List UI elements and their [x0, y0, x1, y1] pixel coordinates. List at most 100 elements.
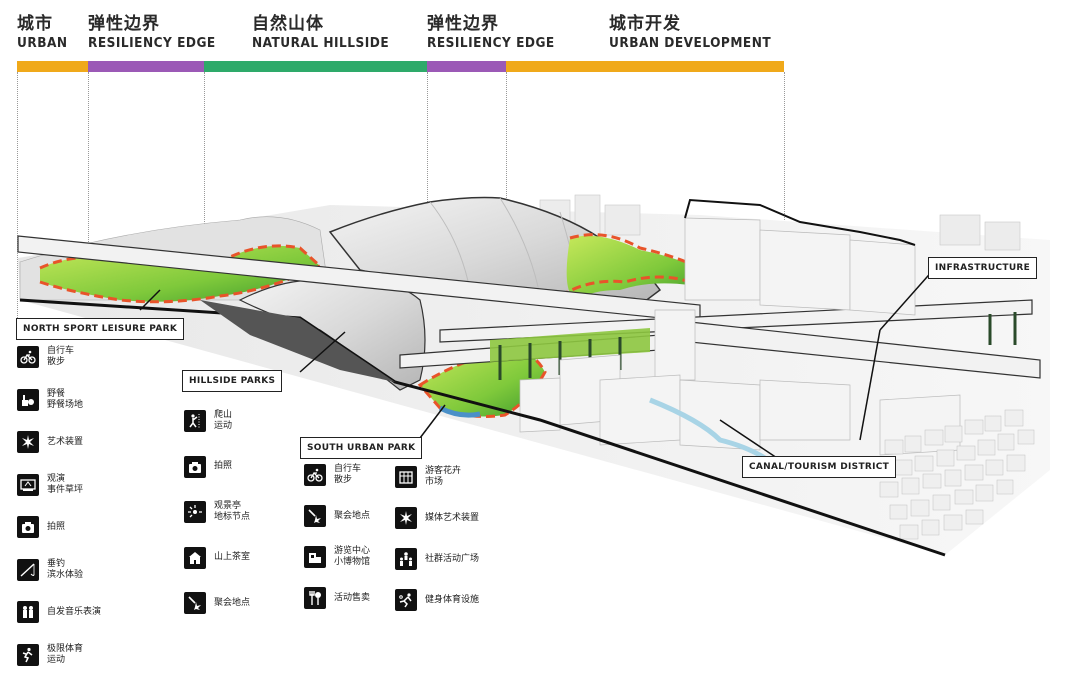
callout-south-urban-park: SOUTH URBAN PARK	[300, 437, 423, 459]
legend-label: 游览中心小博物馆	[334, 546, 370, 568]
legend-item: 聚会地点	[304, 505, 370, 527]
legend-label-line: 极限体育	[47, 643, 84, 654]
legend-label-line: 自发音乐表演	[47, 606, 102, 617]
zone-hillside-en: NATURAL HILLSIDE	[252, 35, 390, 51]
art-installation-icon	[17, 431, 39, 453]
legend-label-line: 散步	[47, 357, 66, 367]
legend-label-line: 聚会地点	[214, 597, 251, 608]
legend-label: 拍照	[214, 461, 232, 472]
legend-item: 活动售卖	[304, 587, 370, 609]
legend-item: 观景亭地标节点	[184, 501, 250, 523]
urban-buildings	[519, 217, 961, 456]
legend-label-line: 散步	[334, 475, 353, 485]
fitness-icon	[395, 589, 417, 611]
legend-item: 艺术装置	[17, 431, 83, 453]
legend-label-line: 小博物馆	[334, 557, 371, 567]
legend-label-line: 艺术装置	[47, 436, 84, 447]
hillside-green	[566, 235, 700, 300]
legend-item: 聚会地点	[184, 592, 250, 614]
legend-label: 聚会地点	[334, 511, 370, 522]
legend-label-line: 垂钓	[47, 558, 66, 569]
legend-label: 自发音乐表演	[47, 607, 101, 618]
zone-urban-development: 城市开发 URBAN DEVELOPMENT	[609, 14, 771, 52]
extreme-sport-icon	[17, 643, 39, 666]
fishing-icon	[17, 558, 39, 581]
vendor-icon	[304, 587, 326, 609]
legend-label: 观演事件草坪	[47, 474, 83, 496]
zone-resiliency-right-cn: 弹性边界	[427, 14, 499, 33]
market-icon	[395, 466, 417, 488]
callout-north-sport-leisure-park: NORTH SPORT LEISURE PARK	[16, 318, 185, 340]
guide-line	[88, 72, 89, 248]
urban-outline	[684, 198, 916, 246]
legend-item: 健身体育设施	[395, 589, 479, 611]
callout-infrastructure: INFRASTRUCTURE	[928, 257, 1038, 279]
legend-label-line: 野餐场地	[47, 399, 84, 410]
legend-label: 聚会地点	[214, 598, 250, 609]
legend-label: 观景亭地标节点	[214, 501, 250, 523]
zone-urban-dev-cn: 城市开发	[609, 14, 681, 33]
legend-label-line: 市场	[425, 477, 444, 487]
legend-label: 自行车散步	[334, 464, 361, 486]
hillside-edge	[559, 275, 691, 298]
legend-label-line: 事件草坪	[47, 484, 84, 495]
zone-resiliency-left-cn: 弹性边界	[88, 14, 160, 33]
bicycle-icon	[304, 464, 326, 486]
camera-icon	[184, 455, 206, 478]
zone-bar-hillside	[204, 61, 427, 72]
legend-label-line: 拍照	[47, 521, 66, 532]
legend-label-line: 活动售卖	[334, 592, 371, 603]
guide-line	[17, 72, 18, 320]
legend-label-line: 运动	[47, 654, 66, 665]
legend-label: 垂钓滨水体验	[47, 559, 83, 581]
legend-label: 极限体育运动	[47, 644, 83, 666]
legend-label: 山上茶室	[214, 552, 250, 563]
climbing-icon	[184, 410, 206, 432]
legend-label-line: 游览中心	[334, 546, 371, 556]
legend-item: 自发音乐表演	[17, 601, 101, 623]
callout-leaders	[139, 267, 936, 461]
media-art-icon	[395, 507, 417, 529]
legend-label-line: 游客花卉	[425, 466, 462, 476]
legend-label: 社群活动广场	[425, 554, 479, 565]
zone-resiliency-edge-left: 弹性边界 RESILIENCY EDGE	[88, 14, 216, 52]
legend-item: 自行车散步	[304, 464, 361, 486]
legend-label: 艺术装置	[47, 437, 83, 448]
callout-canal-tourism-district: CANAL/TOURISM DISTRICT	[742, 456, 897, 478]
legend-label-line: 爬山	[214, 410, 233, 420]
zone-bar-urban-development	[506, 61, 784, 72]
guide-line	[506, 72, 507, 212]
legend-item: 山上茶室	[184, 546, 250, 569]
guide-line	[204, 72, 205, 264]
guide-line	[427, 72, 428, 220]
community-plaza-icon	[395, 548, 417, 570]
zone-hillside-cn: 自然山体	[252, 14, 324, 33]
legend-item: 游览中心小博物馆	[304, 546, 370, 568]
zone-bar-resiliency-right	[427, 61, 506, 72]
gathering-icon	[184, 592, 206, 614]
section-cut-fill	[200, 300, 395, 382]
camera-icon	[17, 516, 39, 538]
legend-label-line: 拍照	[214, 461, 233, 471]
legend-label-line: 社群活动广场	[425, 553, 480, 564]
legend-item: 拍照	[184, 455, 232, 478]
visitor-center-icon	[304, 546, 326, 568]
legend-label: 健身体育设施	[425, 595, 479, 606]
legend-label-line: 媒体艺术装置	[425, 512, 480, 523]
water-channel	[438, 405, 481, 418]
legend-item: 拍照	[17, 516, 65, 538]
legend-label: 游客花卉市场	[425, 466, 461, 488]
zone-urban-dev-en: URBAN DEVELOPMENT	[609, 35, 772, 51]
legend-item: 野餐野餐场地	[17, 388, 84, 411]
zone-urban: 城市 URBAN	[17, 14, 68, 52]
guide-line	[784, 72, 785, 230]
legend-item: 爬山运动	[184, 410, 232, 432]
zone-natural-hillside: 自然山体 NATURAL HILLSIDE	[252, 14, 389, 52]
legend-item: 垂钓滨水体验	[17, 558, 83, 581]
legend-label-line: 野餐	[47, 388, 66, 399]
zone-urban-cn: 城市	[17, 14, 53, 33]
legend-item: 极限体育运动	[17, 643, 83, 666]
legend-label: 媒体艺术装置	[425, 513, 479, 524]
music-performance-icon	[17, 601, 39, 623]
legend-label-line: 山上茶室	[214, 552, 251, 562]
